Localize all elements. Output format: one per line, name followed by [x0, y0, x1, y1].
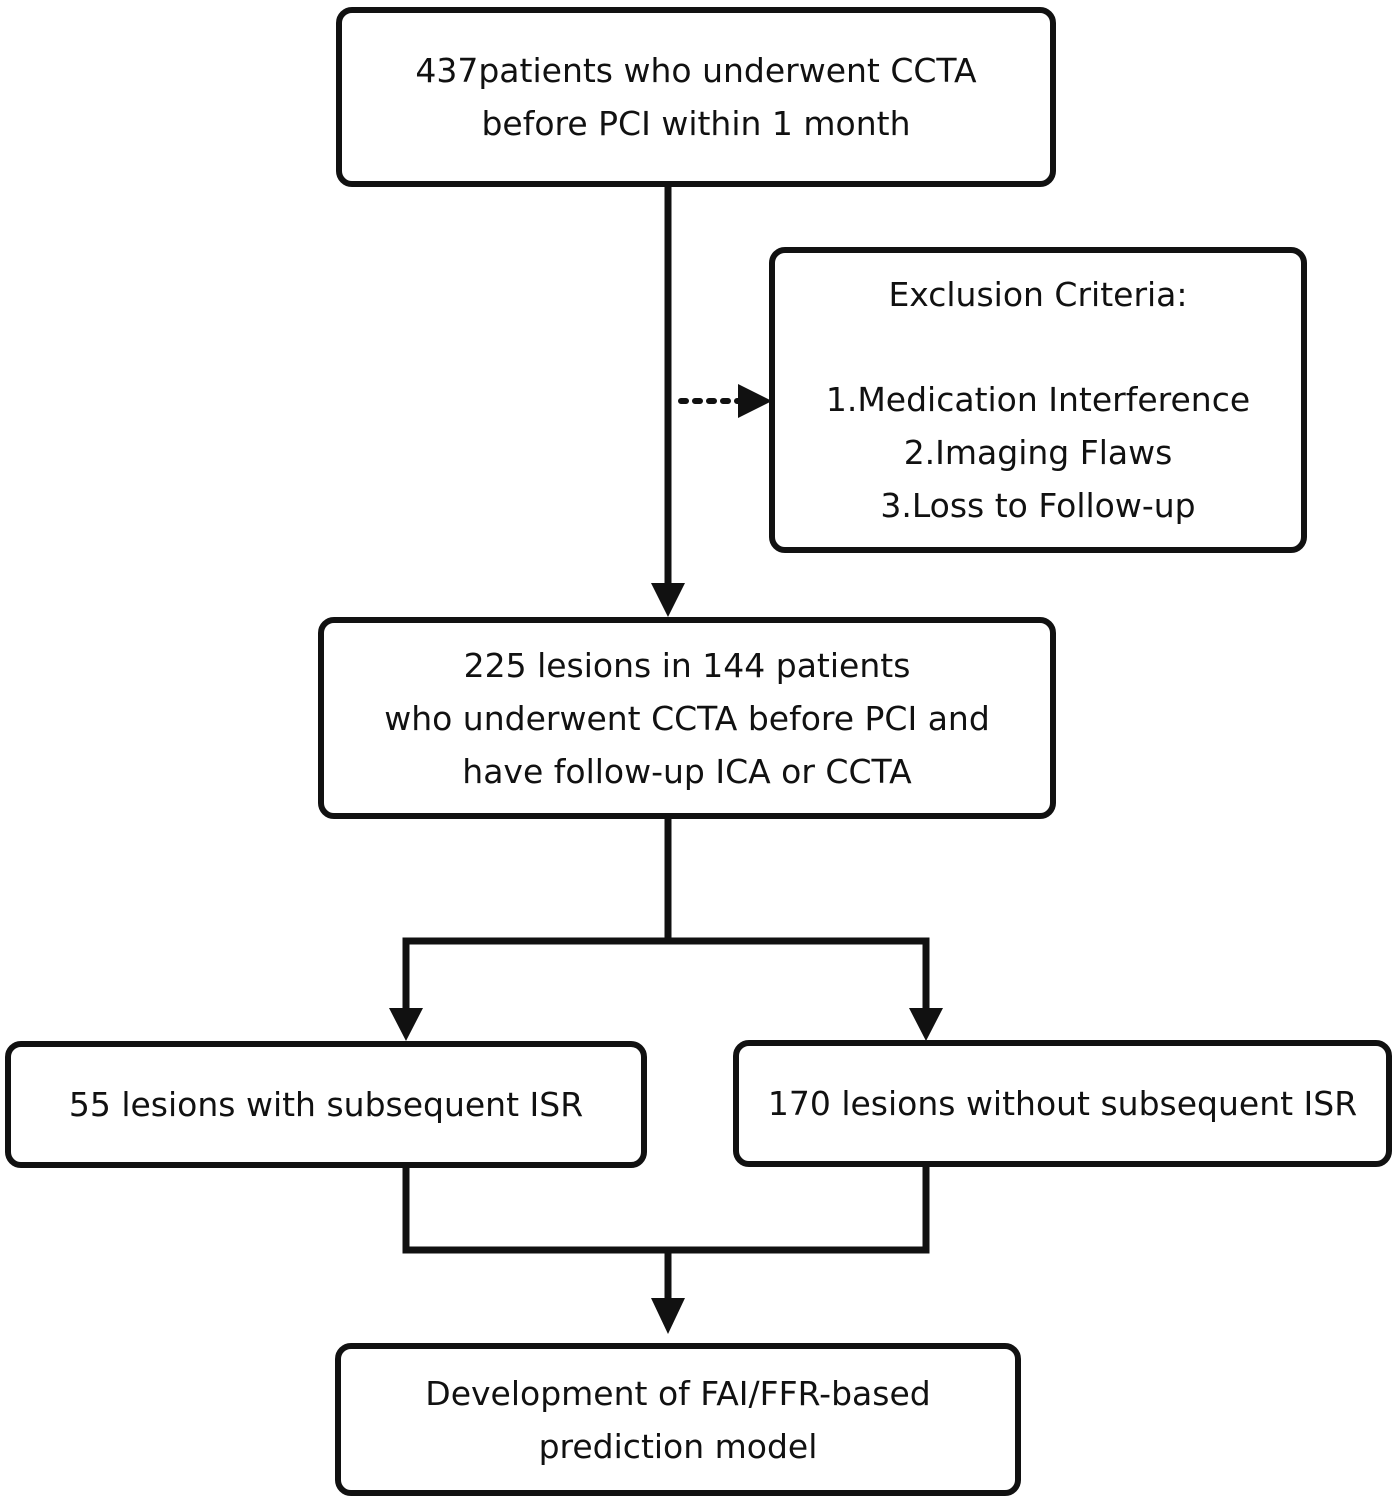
box-exclusion-criteria: Exclusion Criteria: 1.Medication Interfe…	[769, 247, 1307, 553]
box-text-line: have follow-up ICA or CCTA	[462, 751, 912, 791]
exclusion-item: 1.Medication Interference	[825, 380, 1251, 419]
exclusion-item: 2.Imaging Flaws	[903, 433, 1173, 472]
arrowhead-to-exclusion	[738, 384, 772, 418]
connector-split	[402, 937, 930, 1010]
box-text-line: Development of FAI/FFR-based	[425, 1373, 931, 1413]
box-text-line: 225 lesions in 144 patients	[463, 645, 911, 685]
box-text-line: before PCI within 1 month	[481, 104, 911, 143]
box-study-population: 437patients who underwent CCTA before PC…	[336, 7, 1056, 187]
box-prediction-model: Development of FAI/FFR-based prediction …	[335, 1343, 1021, 1496]
arrowhead-to-included	[651, 583, 685, 617]
arrowhead-to-final	[651, 1298, 685, 1334]
box-text-line: 55 lesions with subsequent ISR	[68, 1085, 584, 1124]
box-lesions-without-isr: 170 lesions without subsequent ISR	[733, 1040, 1392, 1167]
box-included-lesions: 225 lesions in 144 patients who underwen…	[318, 617, 1056, 819]
box-lesions-with-isr: 55 lesions with subsequent ISR	[5, 1041, 647, 1168]
arrowhead-to-isr	[389, 1008, 423, 1041]
box-text-line: prediction model	[538, 1426, 818, 1466]
exclusion-heading: Exclusion Criteria:	[888, 275, 1188, 314]
connector-merge	[402, 1167, 930, 1254]
spacer	[826, 321, 1250, 373]
box-text-line: who underwent CCTA before PCI and	[384, 698, 990, 738]
exclusion-item: 3.Loss to Follow-up	[880, 486, 1196, 525]
box-text-line: 170 lesions without subsequent ISR	[767, 1084, 1358, 1123]
arrowhead-to-no-isr	[909, 1008, 943, 1041]
box-text-line: 437patients who underwent CCTA	[415, 51, 977, 90]
